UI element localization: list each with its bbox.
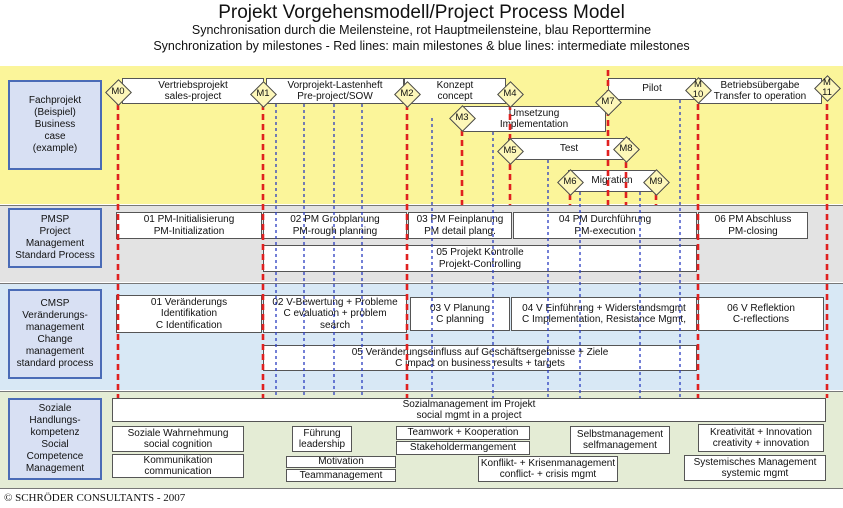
milestone-m8: M8 [613,136,640,163]
social-selfmanagement: Selbstmanagement selfmanagement [570,426,670,454]
pm-closing: 06 PM Abschluss PM-closing [698,212,808,239]
separator [0,488,843,489]
milestone-m7: M7 [595,89,622,116]
social-stakeholder: Stakeholdermangement [396,441,530,455]
pm-detail-planning: 03 PM Feinplanung PM detail plang. [408,212,512,239]
milestone-m5: M5 [497,138,524,165]
cm-reflections: 06 V Reflektion C-reflections [698,297,824,331]
milestone-m2: M2 [394,81,421,108]
milestone-m9: M9 [643,169,670,196]
phase-implementation: Umsetzung Implementation [462,106,606,132]
milestone-m3: M3 [449,105,476,132]
milestone-m11: M 11 [814,75,841,102]
subtitle-de: Synchronisation durch die Meilensteine, … [191,23,652,37]
social-teammanagement: Teammanagement [286,469,396,482]
social-mgmt-project: Sozialmanagement im Projekt social mgmt … [112,398,826,422]
cm-implementation: 04 V Einführung + Widerstandsmgmt C Impl… [511,297,697,331]
milestone-m10: M 10 [685,77,712,104]
social-systemic: Systemisches Management systemic mgmt [684,455,826,481]
copyright-footer: © SCHRÖDER CONSULTANTS - 2007 [4,492,186,504]
cm-identification: 01 Veränderungs Identifikation C Identif… [116,295,262,333]
separator [0,205,843,206]
separator [0,391,843,392]
milestone-m6: M6 [557,169,584,196]
separator [0,283,843,284]
pm-initialization: 01 PM-Initialisierung PM-Initialization [116,212,262,239]
row-label-social: Soziale Handlungs- kompetenz Social Comp… [8,398,102,480]
cm-business-impact: 05 Veränderungseinfluss auf Geschäftserg… [263,345,697,371]
milestone-m0: M0 [105,79,132,106]
social-communication: Kommunikation communication [112,454,244,478]
row-label-business-case: Fachprojekt (Beispiel) Business case (ex… [8,80,102,170]
row-label-pmsp: PMSP Project Management Standard Process [8,208,102,268]
page-title: Projekt Vorgehensmodell/Project Process … [218,2,625,23]
social-creativity: Kreativität + Innovation creativity + in… [698,424,824,452]
milestone-m1: M1 [250,81,277,108]
pm-execution: 04 PM Durchführung PM-execution [513,212,697,239]
row-label-cmsp: CMSP Veränderungs- management Change man… [8,289,102,379]
social-leadership: Führung leadership [292,426,352,452]
social-motivation: Motivation [286,456,396,468]
social-conflict: Konflikt- + Krisenmanagement conflict- +… [478,456,618,482]
phase-pre-project: Vorprojekt-Lastenheft Pre-project/SOW [266,78,404,104]
subtitle-en: Synchronization by milestones - Red line… [153,39,690,53]
milestone-m4: M4 [497,81,524,108]
social-teamwork: Teamwork + Kooperation [396,426,530,440]
pm-controlling: 05 Projekt Kontrolle Projekt-Controlling [263,245,697,272]
pm-rough-planning: 02 PM Grobplanung PM-rough planning [263,212,407,239]
phase-transfer-operation: Betriebsübergabe Transfer to operation [698,78,822,104]
social-cognition: Soziale Wahrnehmung social cognition [112,426,244,452]
phase-concept: Konzept concept [404,78,506,104]
